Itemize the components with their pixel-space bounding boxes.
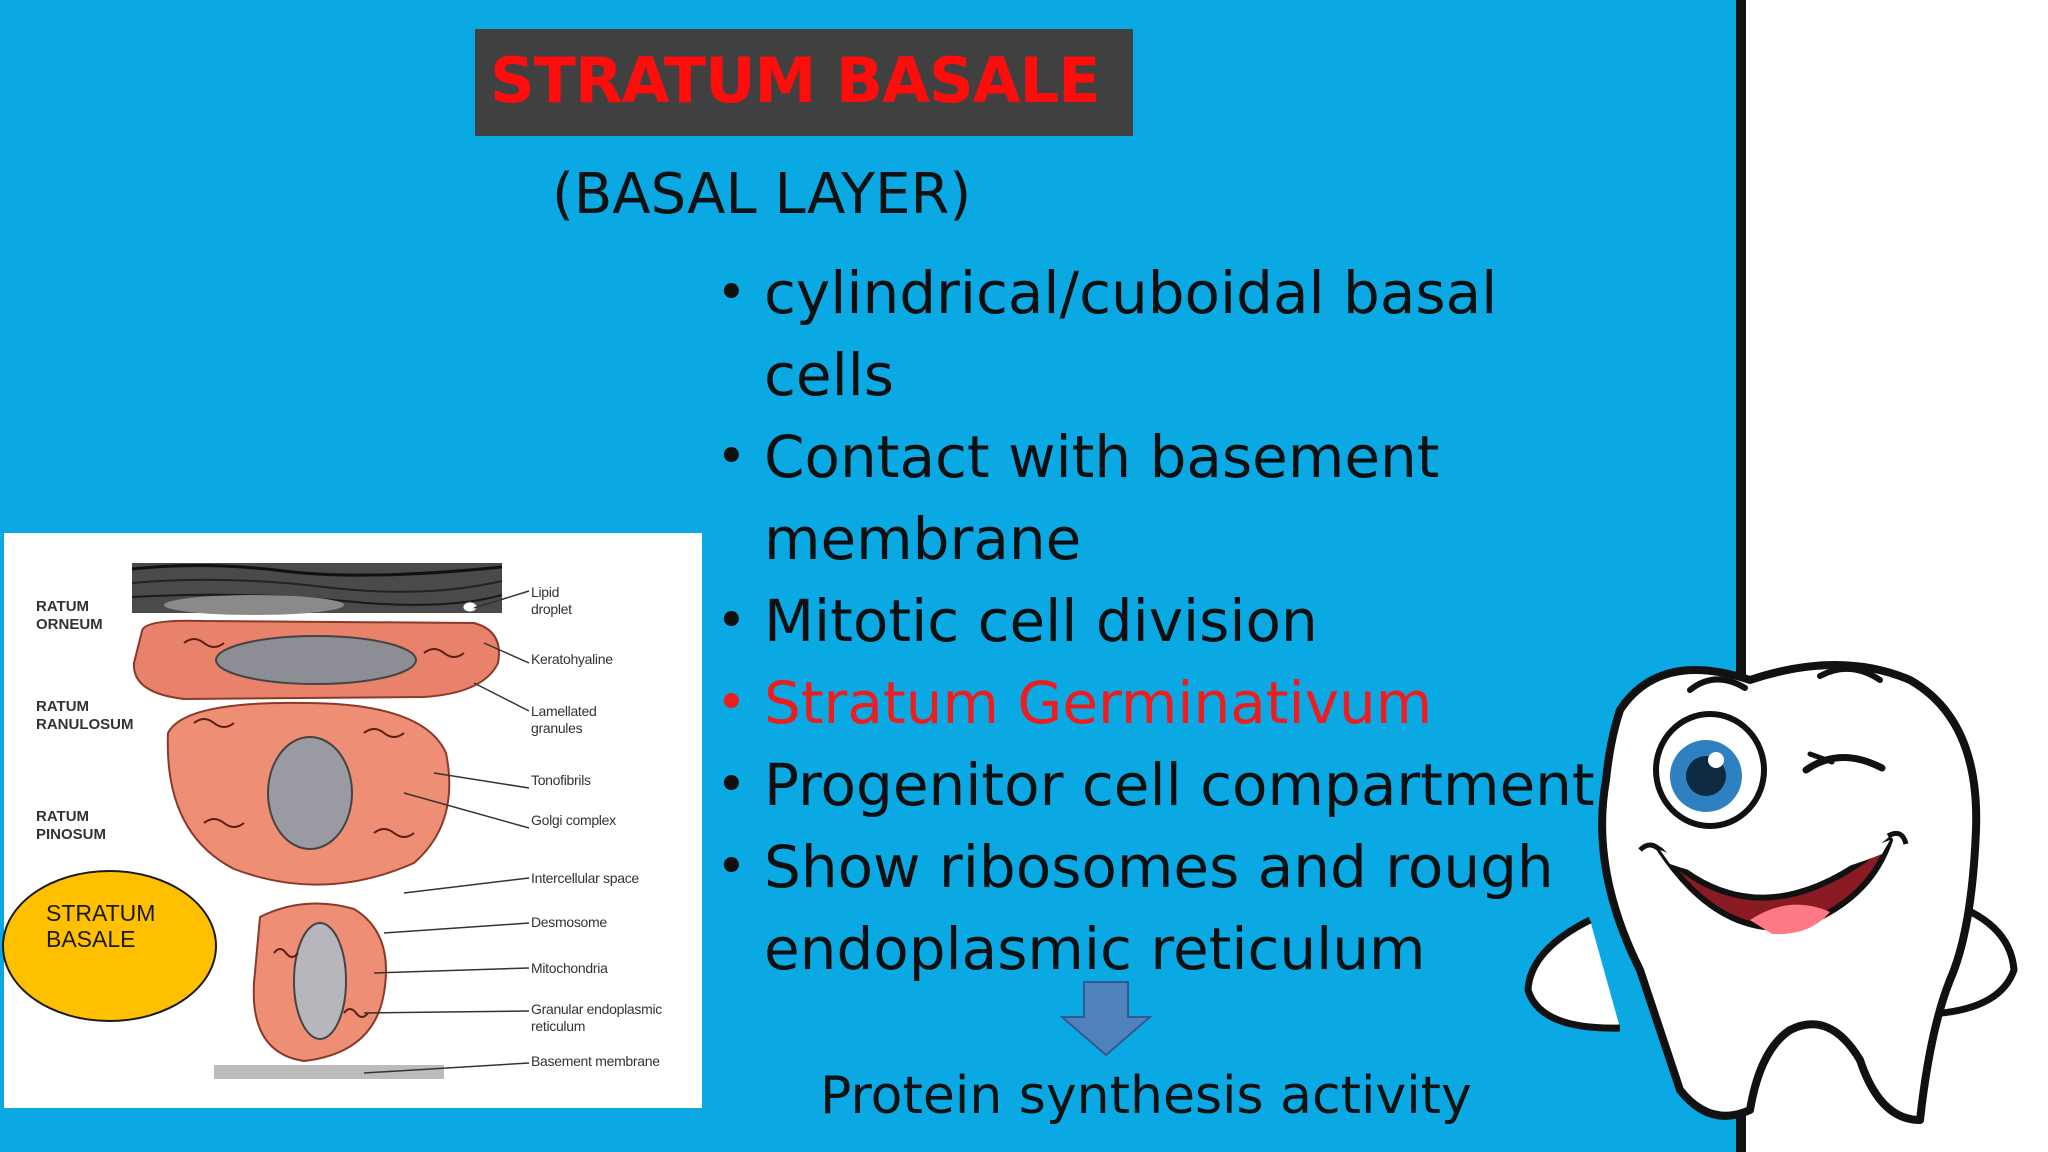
bullet-item-highlight: • Stratum Germinativum [716,662,1596,744]
right-label: Mitochondria [531,960,608,977]
stratum-basale-oval [2,870,217,1022]
right-label-text: Golgi complex [531,812,616,828]
left-label-granulosum: RATUM RANULOSUM [36,698,134,734]
bullet-dot: • [716,837,747,897]
right-label-text: Lipid droplet [531,584,572,617]
skin-layers-illustration [131,563,530,1079]
bullet-list: • cylindrical/cuboidal basal cells • Con… [716,252,1596,990]
slide-subtitle: (BASAL LAYER) [552,162,972,227]
right-label: Lipid droplet [531,584,572,618]
bullet-line: Mitotic cell division [764,587,1318,655]
oval-label-line: STRATUM [46,900,156,926]
tooth-mascot-icon [1524,661,2018,1124]
left-label-corneum: RATUM ORNEUM [36,598,103,634]
left-label-text: RATUM RANULOSUM [36,698,134,733]
bullet-line: Contact with basement [764,423,1440,491]
bullet-line: endoplasmic reticulum [764,915,1426,983]
bullet-dot: • [716,755,747,815]
slide-divider [1736,0,1746,1152]
bullet-dot: • [716,591,747,651]
oval-label-line: BASALE [46,926,136,952]
bullet-line: cells [764,341,895,409]
bullet-line: cylindrical/cuboidal basal [764,259,1498,327]
left-label-text: RATUM PINOSUM [36,808,107,843]
right-label: Desmosome [531,914,607,931]
bullet-dot: • [716,673,747,733]
right-label: Lamellated granules [531,703,597,737]
bullet-line: Stratum Germinativum [764,669,1433,737]
right-label-text: Granular endoplasmic reticulum [531,1001,662,1034]
bullet-item: • cylindrical/cuboidal basal cells [716,252,1596,416]
right-label: Golgi complex [531,812,616,829]
right-label: Keratohyaline [531,651,613,668]
right-label-text: Intercellular space [531,870,639,886]
bullet-item: • Show ribosomes and rough endoplasmic r… [716,826,1596,990]
oval-label: STRATUM BASALE [46,900,155,952]
title-box [475,29,1133,136]
bullet-item: • Contact with basement membrane [716,416,1596,580]
left-label-spinosum: RATUM PINOSUM [36,808,106,844]
right-label: Basement membrane [531,1053,660,1070]
left-label-text: RATUM ORNEUM [36,598,103,633]
right-label: Intercellular space [531,870,639,887]
bullet-item: • Mitotic cell division [716,580,1596,662]
right-label-text: Basement membrane [531,1053,660,1069]
bullet-dot: • [716,263,747,323]
bullet-dot: • [716,427,747,487]
arrow-down-icon [1060,981,1152,1057]
skin-diagram-figure [4,533,702,1108]
right-label-text: Mitochondria [531,960,608,976]
bullet-line: Show ribosomes and rough [764,833,1554,901]
right-label-text: Lamellated granules [531,703,597,736]
bullet-item: • Progenitor cell compartment [716,744,1596,826]
bullet-line: Progenitor cell compartment [764,751,1595,819]
right-label-text: Keratohyaline [531,651,613,667]
right-label: Tonofibrils [531,772,591,789]
bullet-line: membrane [764,505,1082,573]
right-label-text: Desmosome [531,914,607,930]
slide-title: STRATUM BASALE [490,44,1101,117]
footer-text: Protein synthesis activity [820,1066,1472,1126]
right-label: Granular endoplasmic reticulum [531,1001,662,1035]
right-label-text: Tonofibrils [531,772,591,788]
